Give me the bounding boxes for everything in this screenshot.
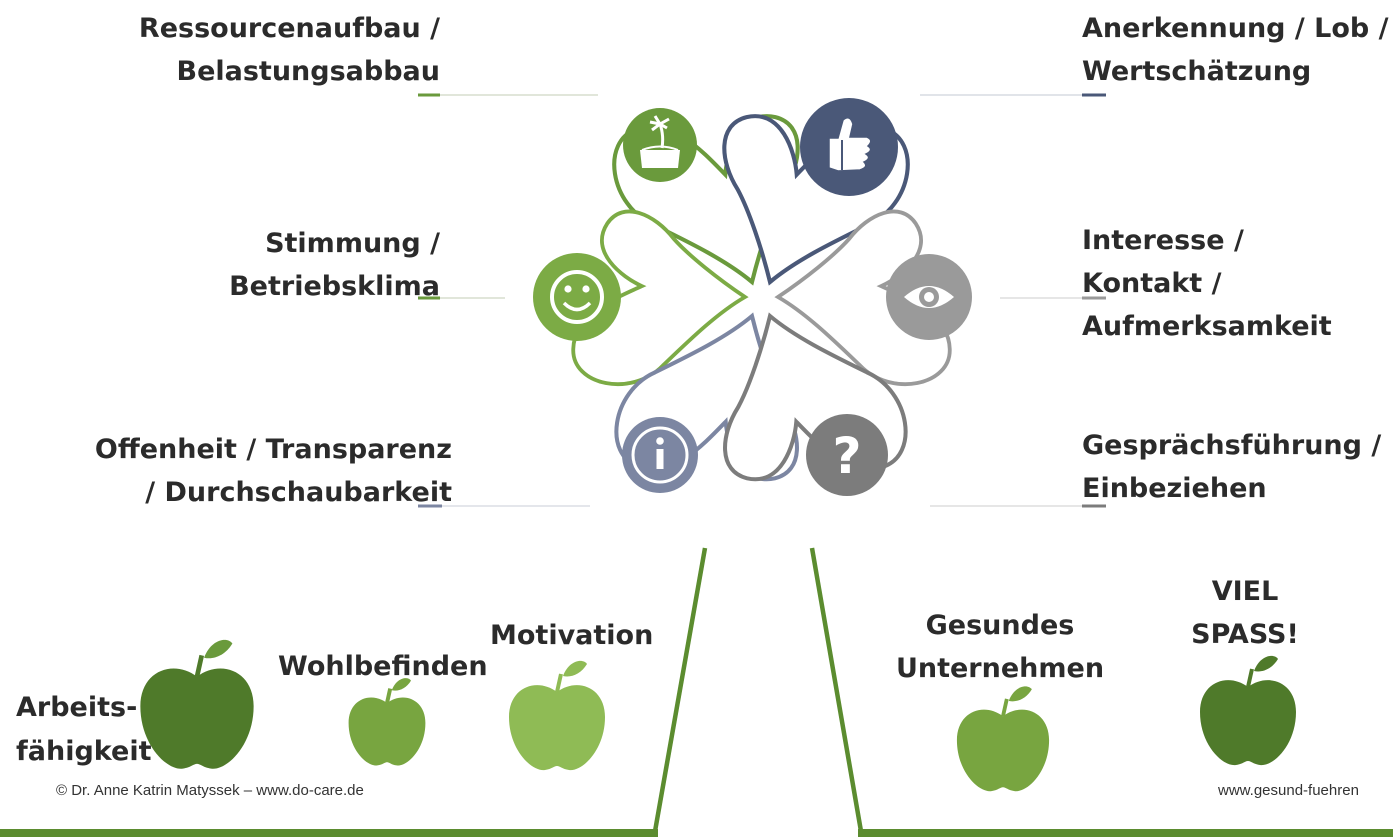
label-motivation: Motivation [490, 620, 654, 651]
ground-lines [0, 829, 1393, 837]
question-mark-icon: ? [806, 414, 888, 496]
apple-wohlbefinden [348, 678, 426, 766]
label-wohlbefinden: Wohlbefinden [278, 651, 488, 682]
label-anerkennung: Anerkennung / Lob / Wertschätzung [1082, 13, 1389, 87]
apple-gesundes-unternehmen [956, 686, 1050, 792]
label-offenheit: Offenheit / Transparenz / Durchschaubark… [94, 434, 452, 508]
thumbs-up-icon [800, 98, 898, 196]
label-stimmung: Stimmung / Betriebsklima [229, 228, 440, 302]
apple-spass [1200, 655, 1296, 766]
stems [651, 547, 865, 837]
website-text[interactable]: www.gesund-fuehren [1218, 782, 1359, 799]
connector-lines [418, 93, 1106, 508]
label-gespraech: Gesprächsführung / Einbeziehen [1082, 430, 1382, 504]
copyright-text: © Dr. Anne Katrin Matyssek – www.do-care… [56, 782, 364, 799]
apple-motivation [509, 660, 605, 771]
label-spass: VIEL SPASS! [1191, 576, 1299, 650]
label-arbeitsfaehigkeit: Arbeits- fähigkeit [16, 692, 152, 767]
eye-icon [886, 254, 972, 340]
smiley-icon [533, 253, 621, 341]
info-icon [622, 417, 698, 493]
label-gesundes-unternehmen: Gesundes Unternehmen [895, 610, 1105, 684]
svg-text:?: ? [832, 427, 861, 485]
label-interesse: Interesse / Kontakt / Aufmerksamkeit [1082, 225, 1332, 342]
island-palm-icon [623, 108, 697, 182]
apple-arbeitsfaehigkeit [140, 639, 254, 769]
label-ressourcen: Ressourcenaufbau / Belastungsabbau [138, 13, 440, 87]
